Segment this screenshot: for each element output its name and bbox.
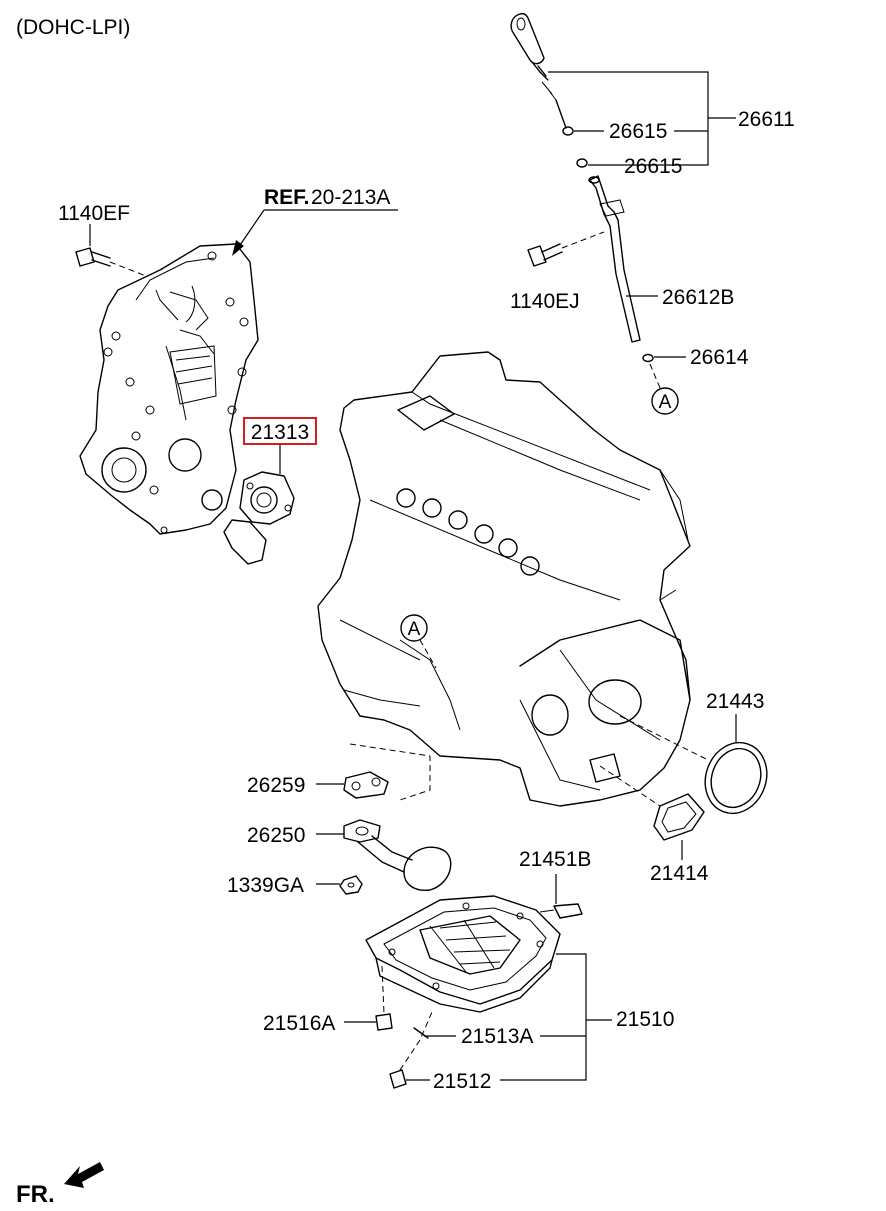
callout-21513a: 21513A: [461, 1025, 533, 1048]
callout-26259: 26259: [247, 774, 305, 797]
engine-block-drawing: [317, 351, 691, 807]
variant-label: (DOHC-LPI): [16, 16, 130, 39]
callout-26614: 26614: [690, 346, 749, 369]
timing-cover-drawing: [79, 243, 259, 535]
callout-1140ef: 1140EF: [58, 202, 130, 225]
marker-a-engine: A: [408, 619, 421, 640]
seal-case-drawing: [599, 765, 705, 841]
rear-oil-seal-drawing: [619, 715, 768, 815]
oil-screen-gasket-drawing: [343, 743, 431, 801]
ref-prefix: REF.: [264, 186, 310, 209]
callout-21451b: 21451B: [519, 848, 591, 871]
ref-code: 20-213A: [311, 186, 390, 209]
front-label: FR.: [16, 1181, 55, 1208]
oil-screen-drawing: [343, 819, 452, 891]
leader-a-engine: [419, 639, 437, 669]
oil-pan-drawing: [365, 895, 561, 1013]
marker-a-top-circle: [651, 387, 679, 415]
callout-1339ga: 1339GA: [227, 874, 304, 897]
callout-21512: 21512: [433, 1070, 491, 1093]
bolt-1140ej-drawing: [527, 231, 605, 267]
marker-a-top: A: [659, 392, 672, 413]
callout-21443: 21443: [706, 690, 764, 713]
marker-a-engine-circle: [400, 614, 428, 642]
leader-21510-bracket: [500, 953, 587, 1081]
callout-26615-lower: 26615: [624, 155, 682, 178]
callout-21414: 21414: [650, 862, 709, 885]
nut-1339ga-drawing: [339, 875, 363, 895]
callout-21313: 21313: [251, 421, 309, 444]
ref-leader: [237, 209, 265, 249]
callout-21510: 21510: [616, 1008, 674, 1031]
oil-pump-drawing: [223, 471, 295, 565]
ref-arrowhead: [232, 240, 244, 256]
drain-plug-drawing: [389, 1011, 433, 1089]
oil-level-gauge-drawing: [510, 12, 588, 168]
callout-26612b: 26612B: [662, 286, 734, 309]
bolt-21516a-drawing: [375, 965, 393, 1031]
callout-1140ej: 1140EJ: [510, 290, 580, 313]
callout-26250: 26250: [247, 824, 305, 847]
leader-a-top: [649, 363, 661, 389]
leader-26611-bracket: [548, 71, 709, 166]
oil-level-sensor-drawing: [539, 903, 583, 919]
callout-21516a: 21516A: [263, 1012, 335, 1035]
bolt-1140ef-drawing: [75, 247, 147, 277]
callout-21313-highlight: [243, 417, 317, 445]
front-arrow-icon: [64, 1162, 104, 1188]
oil-level-gauge-tube-drawing: [588, 175, 654, 363]
callout-26615-upper: 26615: [609, 120, 667, 143]
callout-26611: 26611: [738, 108, 795, 131]
